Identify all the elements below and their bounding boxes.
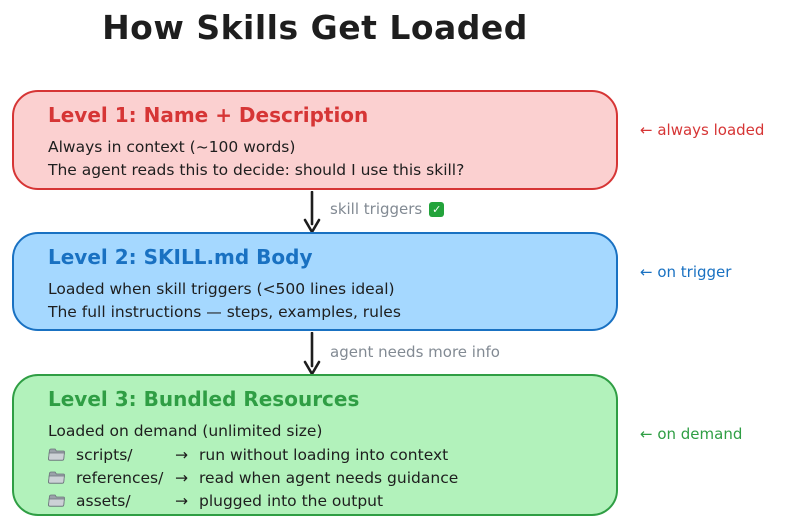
level2-box: Level 2: SKILL.md Body Loaded when skill… [12, 232, 618, 331]
connector-label: skill triggers ✓ [330, 200, 445, 218]
arrow-down-icon [301, 190, 323, 234]
check-mark-icon: ✓ [429, 201, 445, 217]
resource-description: read when agent needs guidance [199, 468, 459, 487]
resource-row: scripts/ → run without loading into cont… [48, 443, 598, 466]
resource-description: plugged into the output [199, 491, 384, 510]
connector-label-text: agent needs more info [330, 343, 500, 361]
level3-heading: Level 3: Bundled Resources [48, 387, 360, 411]
level1-line: The agent reads this to decide: should I… [48, 161, 465, 179]
resource-row: references/ → read when agent needs guid… [48, 466, 598, 489]
connector-label-text: skill triggers [330, 200, 423, 218]
annotation-on-demand: ← on demand [640, 425, 743, 443]
right-arrow-glyph: → [175, 491, 188, 510]
resource-name: scripts/ [76, 445, 133, 464]
connector-label: agent needs more info [330, 343, 500, 361]
folder-icon [47, 448, 65, 461]
annotation-always-loaded: ← always loaded [640, 121, 765, 139]
resource-row: assets/ → plugged into the output [48, 489, 598, 512]
level2-heading: Level 2: SKILL.md Body [48, 245, 313, 269]
folder-icon [47, 471, 65, 484]
folder-icon [47, 494, 65, 507]
annotation-on-trigger: ← on trigger [640, 263, 732, 281]
resource-description: run without loading into context [199, 445, 449, 464]
level1-line: Always in context (~100 words) [48, 138, 296, 156]
diagram-title: How Skills Get Loaded [102, 8, 528, 47]
level1-heading: Level 1: Name + Description [48, 103, 369, 127]
arrow-down-icon [301, 331, 323, 376]
level3-box: Level 3: Bundled Resources Loaded on dem… [12, 374, 618, 516]
right-arrow-glyph: → [175, 468, 188, 487]
level1-box: Level 1: Name + Description Always in co… [12, 90, 618, 190]
level2-line: Loaded when skill triggers (<500 lines i… [48, 280, 395, 298]
level2-line: The full instructions — steps, examples,… [48, 303, 401, 321]
resource-name: assets/ [76, 491, 131, 510]
resource-name: references/ [76, 468, 164, 487]
right-arrow-glyph: → [175, 445, 188, 464]
level3-line: Loaded on demand (unlimited size) [48, 422, 323, 440]
